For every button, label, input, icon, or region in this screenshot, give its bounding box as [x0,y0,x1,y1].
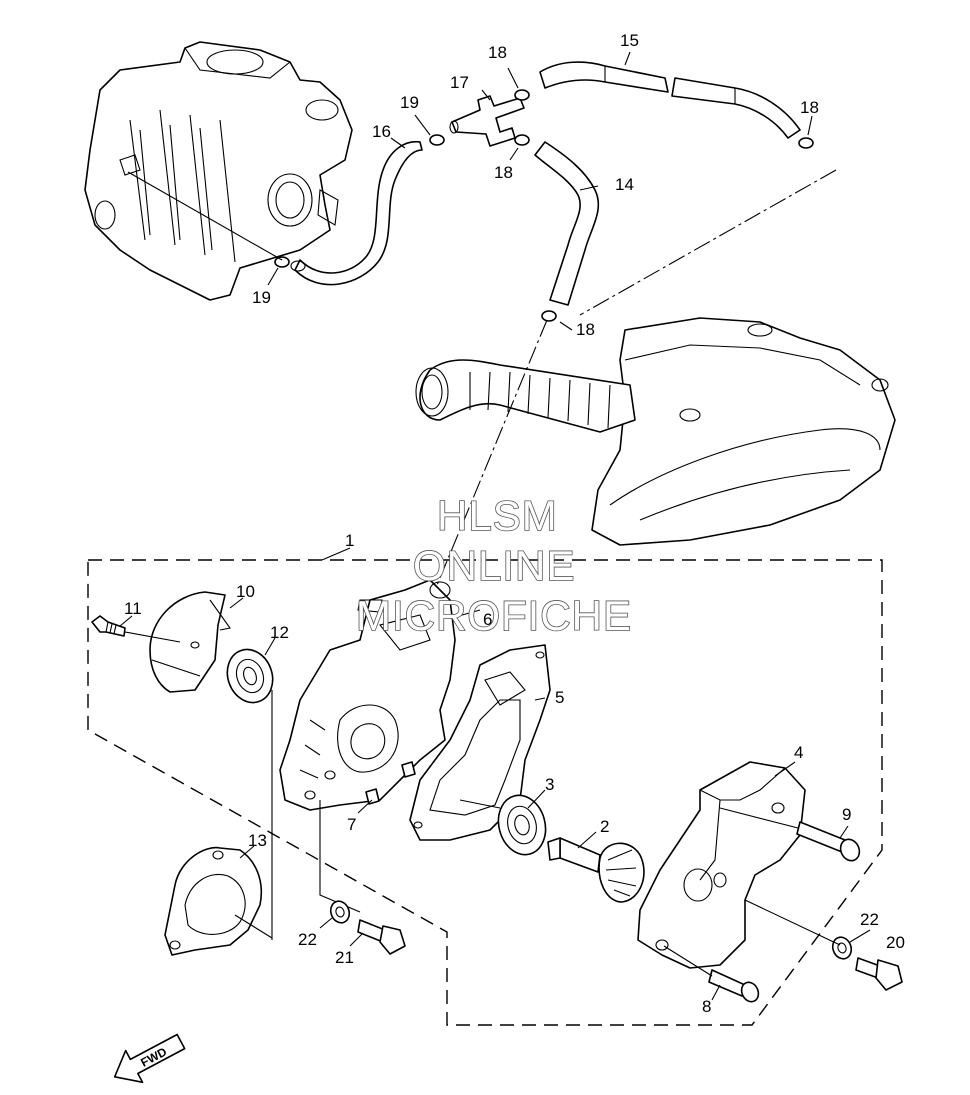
bolt-21 [357,919,406,955]
callout-1: 1 [345,531,354,550]
assembly-boundary [87,559,883,1026]
callout-14: 14 [615,175,634,194]
washer-22-right [744,899,853,960]
gasket-5 [409,644,551,841]
bolt-20 [855,957,903,991]
callout-8: 8 [702,997,711,1016]
callout-labels: 1 2 3 4 5 6 7 8 9 10 11 12 13 14 15 16 1… [124,31,905,1016]
fwd-arrow-icon: FWD [113,1033,186,1084]
watermark-line3: MICROFICHE [356,592,632,639]
washer-22-left [329,900,351,924]
callout-5: 5 [555,688,564,707]
callout-19b: 19 [252,288,271,307]
callout-18c: 18 [800,98,819,117]
callout-6: 6 [483,610,492,629]
clamp-18-c [798,137,814,149]
callout-18b: 18 [494,163,513,182]
callout-18d: 18 [576,320,595,339]
callout-20: 20 [886,933,905,952]
callout-3: 3 [545,775,554,794]
callout-19a: 19 [400,93,419,112]
watermark: HLSM ONLINE MICROFICHE [355,491,632,640]
clamp-19-upper [429,134,445,146]
dowel-7-a [401,761,416,778]
callout-12: 12 [270,623,289,642]
clamp-19-lower [274,256,290,268]
hose-16 [290,141,423,286]
callout-11: 11 [124,599,142,618]
watermark-line2: ONLINE [413,542,575,589]
impeller-shaft-2 [547,837,645,903]
bolt-11 [91,615,181,643]
hose-15 [539,61,801,139]
pump-cover-4 [637,761,806,969]
oil-seal-3 [497,794,547,856]
callout-4: 4 [794,743,803,762]
callout-15: 15 [620,31,639,50]
hose-14 [534,141,600,306]
callout-22a: 22 [298,930,317,949]
clamp-18-a [514,89,530,101]
gasket-13 [164,846,273,956]
callout-7: 7 [347,815,356,834]
callout-22b: 22 [860,910,879,929]
intake-duct [415,359,636,433]
callout-2: 2 [600,817,609,836]
bolt-8 [663,945,760,1003]
bolt-9 [719,807,861,862]
watermark-line1: HLSM [437,492,558,539]
routing-lines [127,169,837,591]
pump-housing-6 [279,579,456,811]
bearing-12 [226,648,274,704]
plate-10 [149,591,231,693]
clamp-18-b [514,134,530,146]
clamp-18-d [541,310,557,322]
callout-13: 13 [248,831,267,850]
callout-leaders [119,51,871,1001]
air-filter-case [591,317,896,546]
callout-16: 16 [372,122,391,141]
callout-21: 21 [335,948,354,967]
cylinder-head [84,41,353,301]
callout-10: 10 [236,582,255,601]
callout-18a: 18 [488,43,507,62]
joint-17 [449,95,525,147]
dowel-7-b [365,788,380,805]
callout-17: 17 [450,73,469,92]
callout-9: 9 [842,805,851,824]
